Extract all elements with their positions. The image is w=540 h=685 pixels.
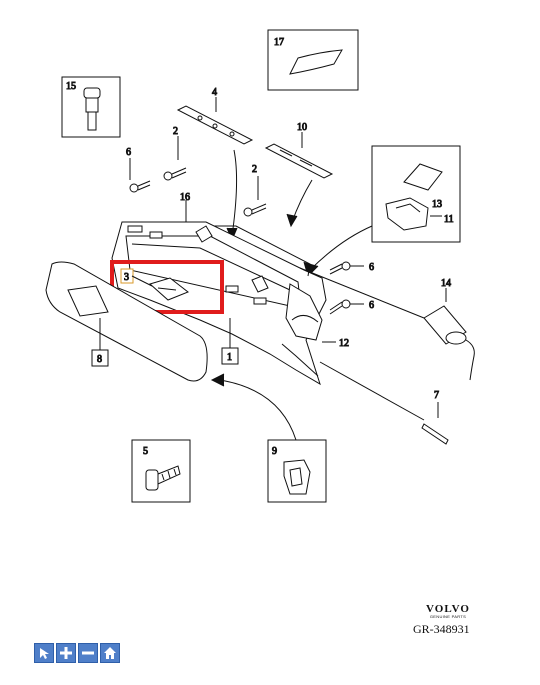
zoom-out-icon[interactable]: [78, 643, 98, 663]
glovebox-housing[interactable]: [111, 221, 327, 386]
home-icon[interactable]: [100, 643, 120, 663]
part-5-inset[interactable]: 5: [131, 439, 191, 503]
callout-8: 8: [97, 354, 102, 365]
callout-12: 12: [339, 338, 349, 349]
part-9-inset[interactable]: 9: [267, 439, 327, 503]
callout-15: 15: [66, 81, 76, 92]
screw-2-left[interactable]: 2: [163, 126, 187, 181]
part-15-inset[interactable]: 15: [61, 76, 121, 138]
damper-14[interactable]: 14: [299, 267, 475, 381]
part-10-strip[interactable]: 10: [264, 122, 334, 228]
callout-5: 5: [143, 446, 148, 457]
callout-9: 9: [272, 446, 277, 457]
callout-7: 7: [434, 390, 439, 401]
screw-6-right-upper[interactable]: 6: [329, 261, 375, 275]
callout-4: 4: [212, 87, 217, 98]
diagram-reference: GR-348931: [413, 622, 470, 636]
callout-14: 14: [441, 278, 451, 289]
lid-8[interactable]: 8: [45, 261, 208, 382]
callout-13: 13: [432, 199, 442, 210]
volvo-logo: VOLVO: [426, 603, 470, 615]
screw-2-right[interactable]: 2: [243, 164, 267, 217]
callout-2-left: 2: [173, 126, 178, 137]
screw-6-right-lower[interactable]: 6: [329, 299, 375, 315]
zoom-in-icon[interactable]: [56, 643, 76, 663]
callout-6-right-lower: 6: [369, 300, 374, 311]
select-icon[interactable]: [34, 643, 54, 663]
genuine-parts-label: GENUINE PARTS: [429, 614, 467, 619]
callout-2-right: 2: [252, 164, 257, 175]
part-4-strip[interactable]: 4: [176, 87, 254, 242]
pin-7[interactable]: 7: [319, 361, 449, 445]
callout-6-left: 6: [126, 147, 131, 158]
callout-6-right-upper: 6: [369, 262, 374, 273]
screw-6-left[interactable]: 6: [126, 147, 151, 193]
latch-12[interactable]: 12: [322, 338, 350, 350]
part-13-11-inset[interactable]: 13 11: [303, 145, 461, 277]
label-1: 1: [221, 330, 239, 365]
callout-11: 11: [444, 214, 454, 225]
callout-16: 16: [180, 192, 190, 203]
callout-10: 10: [297, 122, 307, 133]
callout-3: 3: [124, 272, 129, 283]
callout-17: 17: [274, 37, 284, 48]
part-17-inset[interactable]: 17: [267, 29, 359, 91]
viewer-toolbar: [34, 643, 120, 663]
callout-1: 1: [227, 352, 232, 363]
